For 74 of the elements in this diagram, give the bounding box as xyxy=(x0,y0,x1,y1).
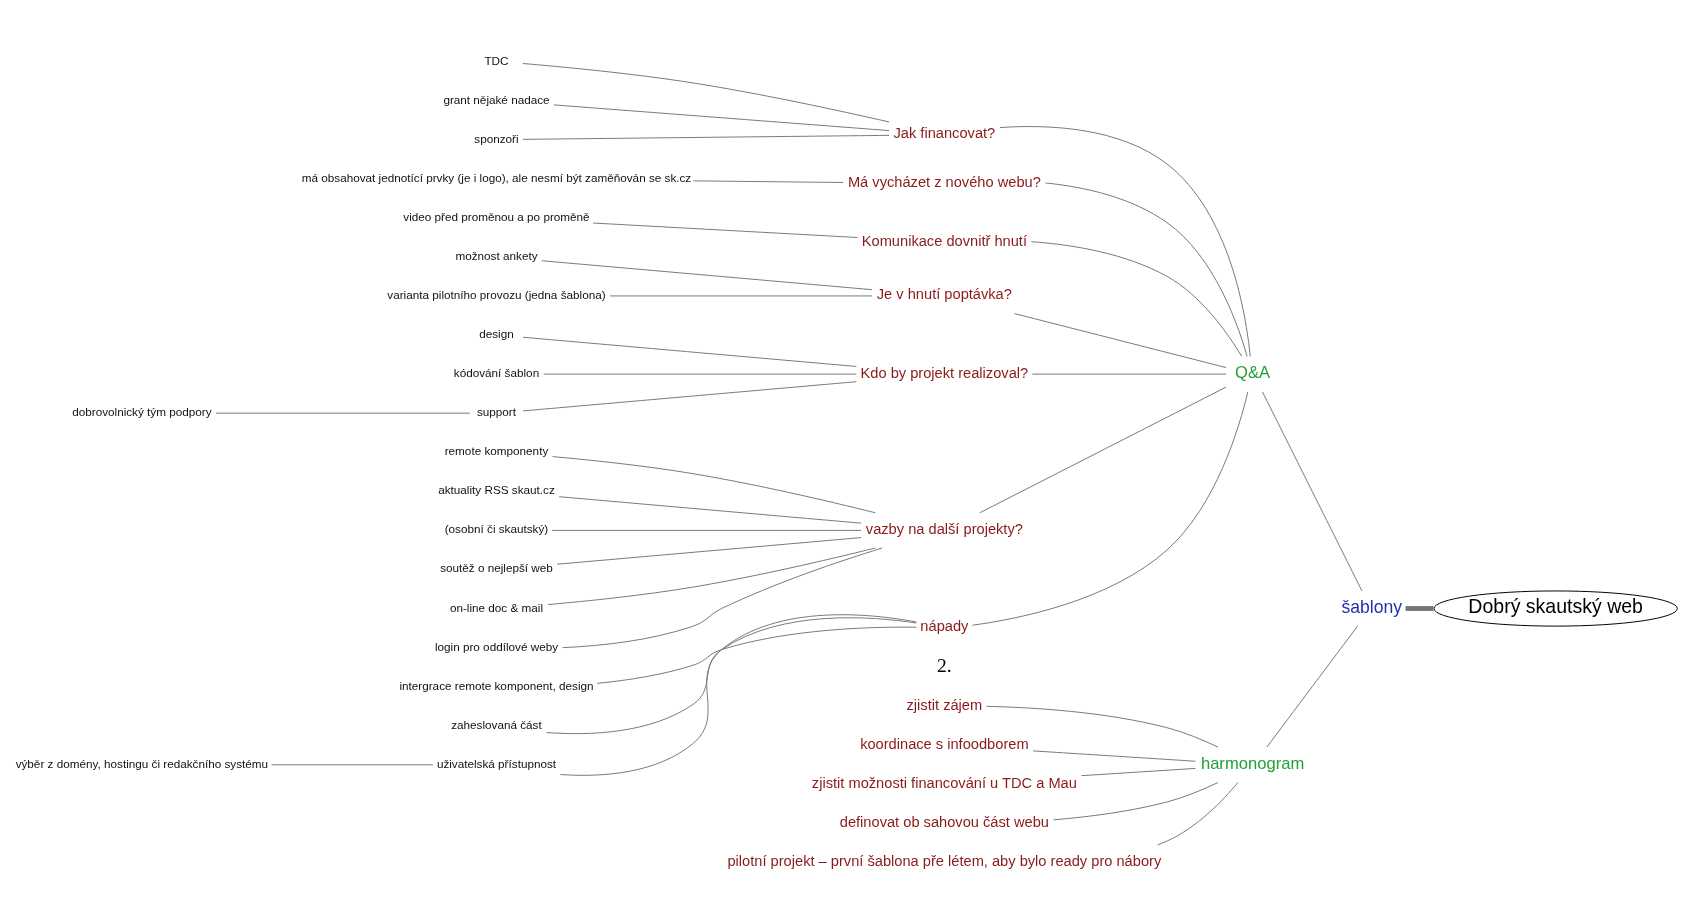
connector xyxy=(1405,605,1434,611)
node-text: Má vycházet z nového webu? xyxy=(847,173,1041,190)
connector xyxy=(556,536,862,565)
connector xyxy=(1032,749,1196,762)
node-text: on-line doc & mail xyxy=(449,600,544,614)
node-text: zjistit zájem xyxy=(906,696,983,713)
connector xyxy=(541,259,873,290)
node-text: intergrace remote komponent, design xyxy=(399,678,594,692)
connector xyxy=(553,103,890,131)
node-text: login pro oddílové weby xyxy=(434,639,559,653)
node-text: kódování šablon xyxy=(453,365,540,379)
connector xyxy=(215,412,471,414)
connector xyxy=(522,134,890,140)
node-text: má obsahovat jednotící prvky (je i logo), ale nesmí být zaměňován se sk.cz xyxy=(301,170,692,184)
connector xyxy=(999,125,1251,357)
node-text: aktuality RSS skaut.cz xyxy=(438,482,555,496)
connector xyxy=(562,547,883,648)
node-text: video před proměnou a po proměně xyxy=(403,209,590,223)
node-text: uživatelská přístupnost xyxy=(436,756,557,770)
node-text: design xyxy=(479,326,514,340)
connector xyxy=(546,616,917,734)
connector xyxy=(547,547,876,605)
connector xyxy=(1013,312,1227,368)
node-text: Komunikace dovnitř hnutí xyxy=(861,232,1027,249)
connector xyxy=(1157,781,1239,845)
label: 2. xyxy=(937,654,952,676)
connector xyxy=(559,613,917,776)
node-text: TDC xyxy=(484,53,509,67)
node-text: zaheslovaná část xyxy=(451,717,542,731)
connector xyxy=(1080,767,1196,776)
node-text: pilotní projekt – první šablona pře létem, aby bylo ready pro nábory xyxy=(727,852,1162,869)
node-text: Jak financovat? xyxy=(893,124,996,141)
connector xyxy=(1266,625,1359,747)
connector xyxy=(522,62,890,122)
node-ellipse: Dobrý skautský web xyxy=(1433,589,1678,627)
node-text: možnost ankety xyxy=(455,248,538,262)
connector xyxy=(692,179,844,183)
node-text: Kdo by projekt realizoval? xyxy=(860,364,1029,380)
connector xyxy=(551,529,862,531)
node-text: harmonogram xyxy=(1200,753,1305,773)
connector xyxy=(270,763,434,765)
node-text: (osobní či skautský) xyxy=(444,521,549,535)
node-text: varianta pilotního provozu (jedna šablona) xyxy=(387,287,606,301)
connector xyxy=(1261,390,1363,591)
node-text: Q&A xyxy=(1235,362,1271,382)
node-text: dobrovolnický tým podpory xyxy=(72,404,212,418)
connector xyxy=(596,626,917,684)
connector xyxy=(986,705,1219,748)
connector xyxy=(1031,373,1227,375)
connector xyxy=(1030,240,1243,357)
connector xyxy=(592,222,858,238)
node-text: Je v hnutí poptávka? xyxy=(876,285,1012,302)
node-text: definovat ob sahovou část webu xyxy=(839,813,1049,830)
node-text: vazby na další projekty? xyxy=(865,520,1023,537)
node-text: soutěž o nejlepší web xyxy=(440,560,553,574)
node-text: support xyxy=(476,404,517,418)
connector xyxy=(971,390,1249,626)
node-text: grant nějaké nadace xyxy=(443,92,550,106)
node-text: výběr z domény, hostingu či redakčního systému xyxy=(15,756,269,770)
node-text: koordinace s infoodborem xyxy=(860,735,1029,752)
node-text: zjistit možnosti financování u TDC a Mau xyxy=(811,774,1077,791)
connector xyxy=(979,386,1227,513)
node-text: nápady xyxy=(920,617,969,634)
connector xyxy=(1052,781,1219,820)
connector xyxy=(543,373,857,375)
connector xyxy=(552,455,876,513)
node-text: šablony xyxy=(1341,596,1403,617)
connector xyxy=(522,380,857,411)
connector xyxy=(522,336,857,367)
connector xyxy=(558,495,862,524)
node-text: remote komponenty xyxy=(444,443,549,457)
connector xyxy=(609,294,873,296)
connector xyxy=(1045,181,1248,357)
node-text: sponzoři xyxy=(474,131,519,145)
